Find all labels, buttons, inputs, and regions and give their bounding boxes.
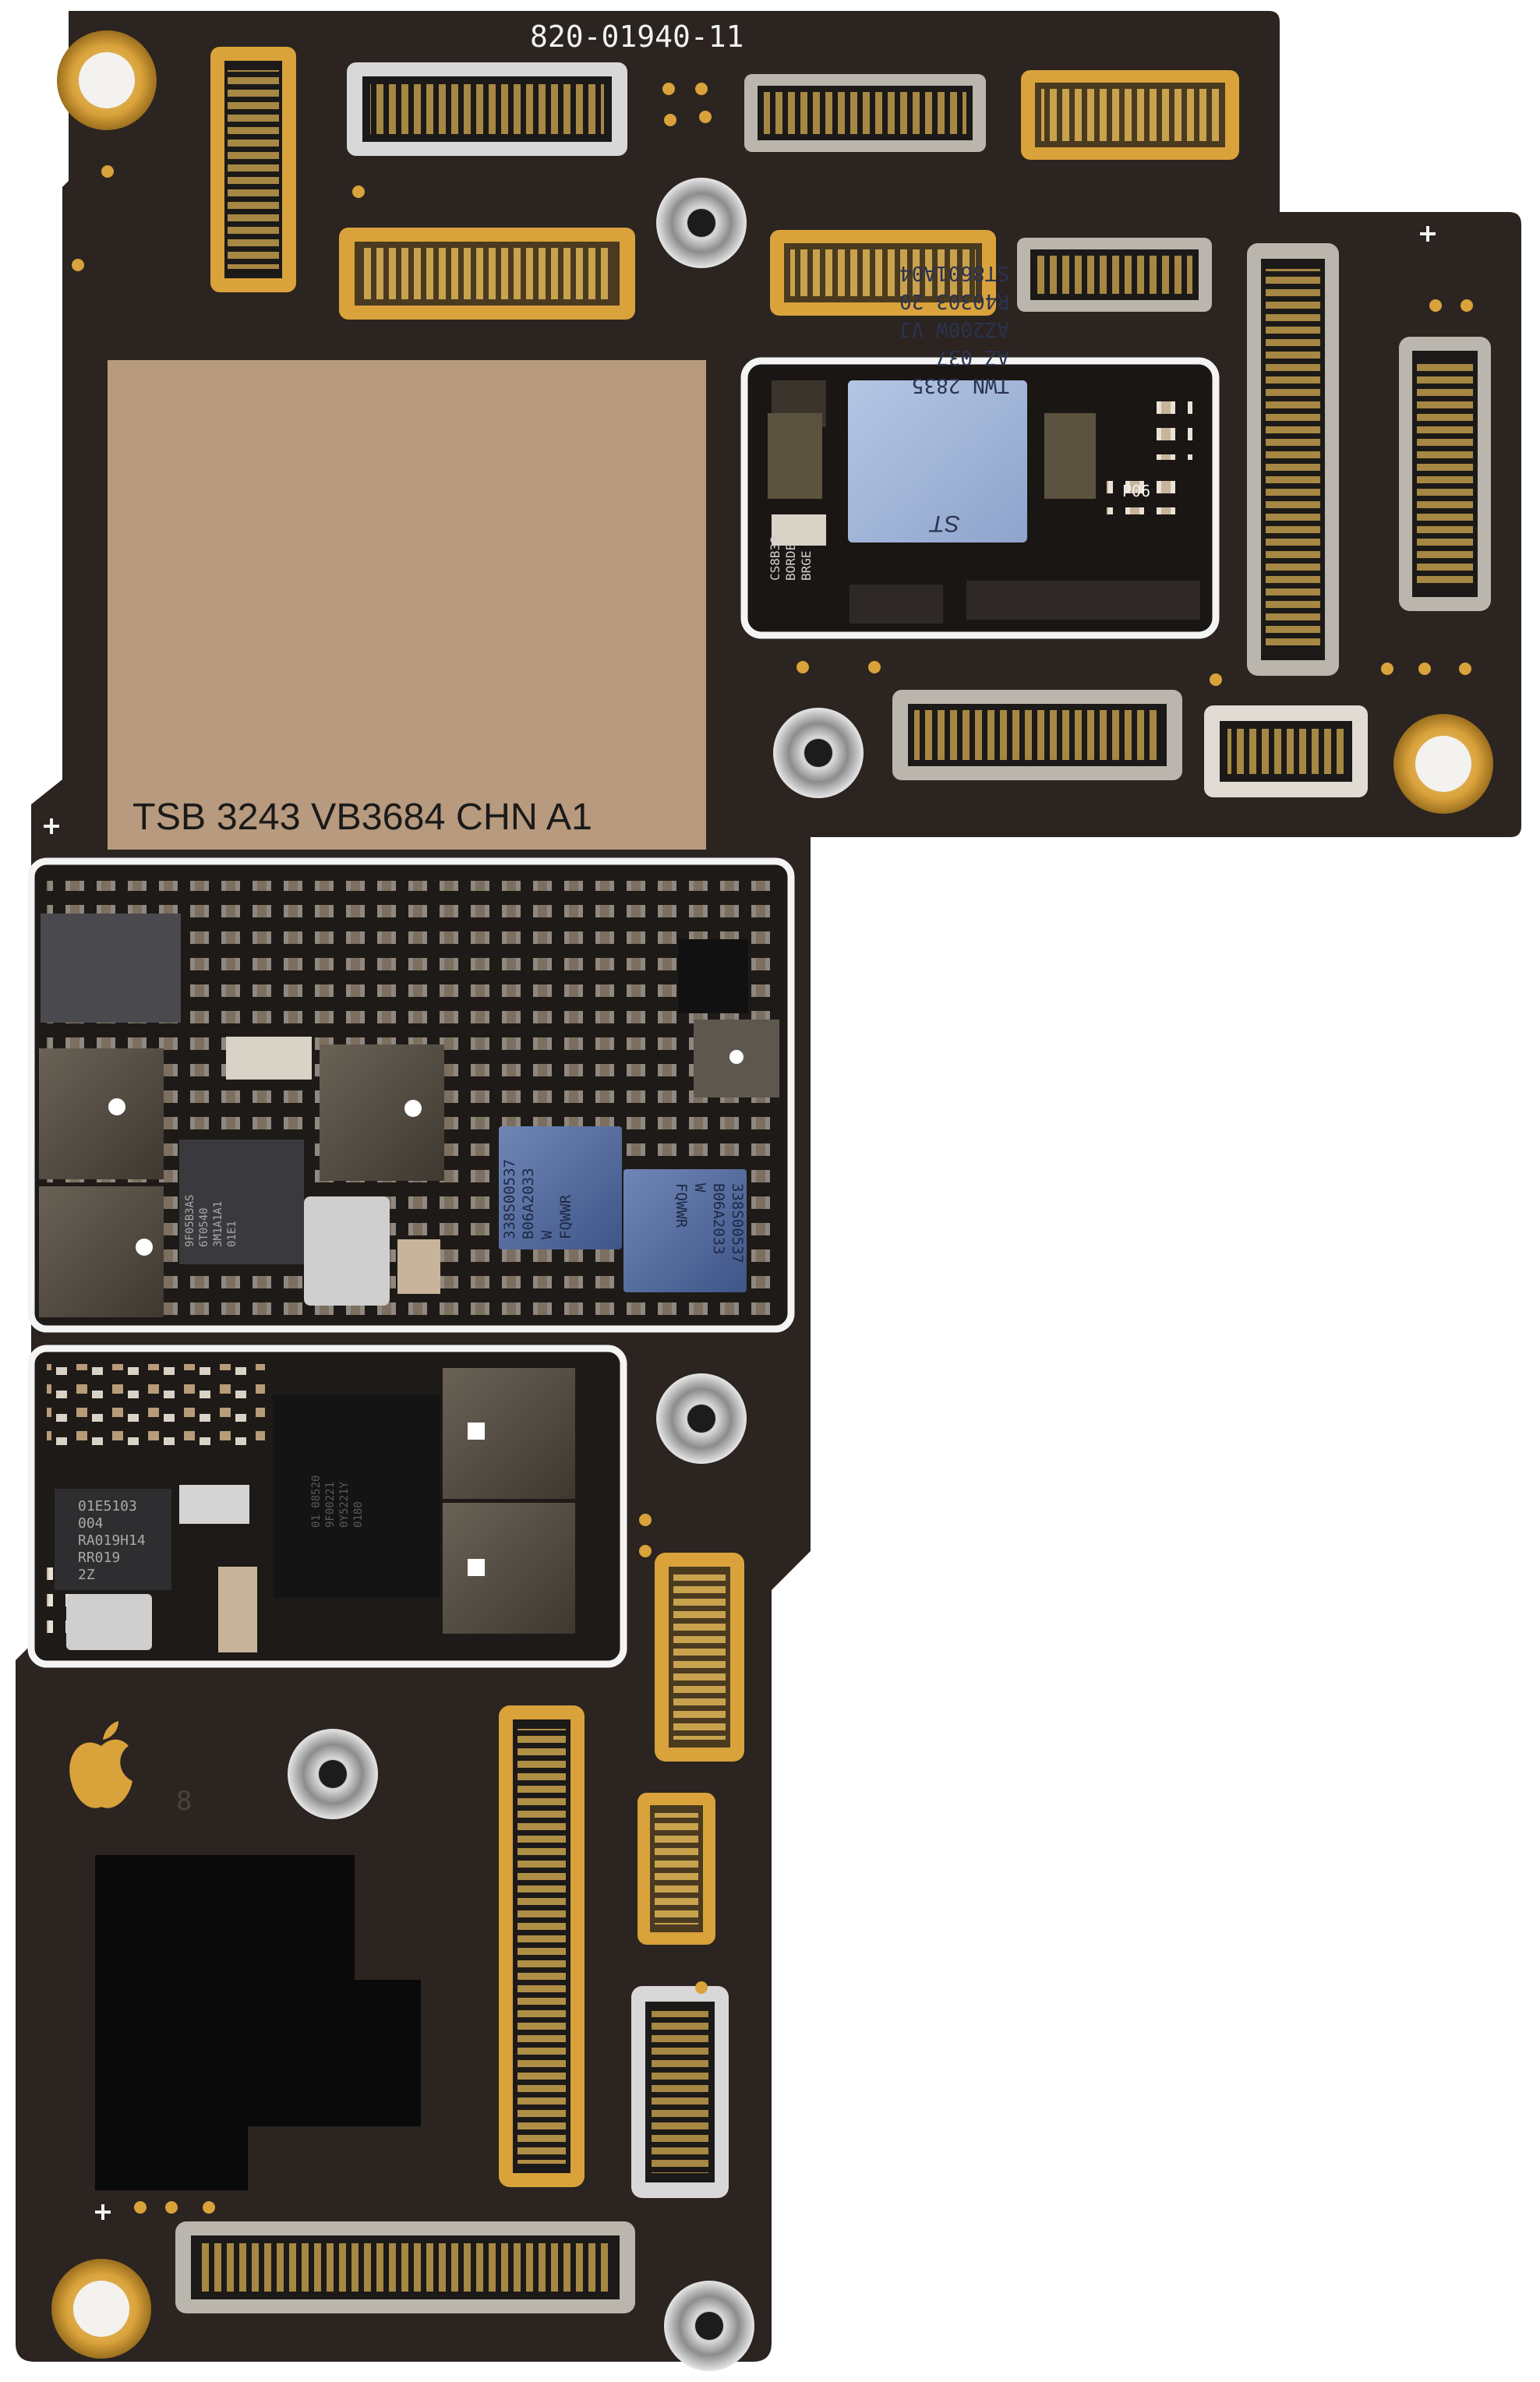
solder-pads [72, 83, 1473, 2214]
mid-black-chip-line: 0Y5221Y [338, 1481, 351, 1528]
st-chip-line: TWN 2835 [912, 373, 1009, 397]
mid-left-chip-line: RA019H14 [78, 1532, 146, 1549]
pmic-a-line: W [539, 1230, 556, 1239]
mid-left-chip-line: 01E5103 [78, 1498, 137, 1514]
standoff-screw [288, 1729, 378, 1819]
pmic-b-line: B06A2033 [710, 1183, 727, 1255]
left-chip-line: 9F05B3AS [184, 1195, 196, 1247]
mid-black-chip-line: 0180 [352, 1501, 365, 1528]
mid-black-chip-line: 01 08520 [310, 1475, 323, 1528]
st-chip [848, 380, 1027, 542]
connector-right-tall [1247, 243, 1339, 676]
middle-section: 9F05B3AS 6T0540 3M1A1A1 01E1 338S00537 B… [27, 857, 795, 1333]
nand-marking: TSB 3243 VB3684 CHN A1 [132, 797, 592, 838]
connector-mid-2 [1204, 705, 1368, 797]
connector-top-4 [1021, 70, 1239, 160]
connector-lower-long [499, 1705, 585, 2187]
mounting-hole-top-left [57, 30, 157, 130]
pmic-b-line: 338S00537 [729, 1183, 746, 1263]
pmic-a: 338S00537 B06A2033 W FQWWR [499, 1126, 622, 1249]
pmic-a-line: FQWWR [557, 1194, 574, 1239]
black-shield-film [95, 1855, 421, 2190]
mounting-hole-right [1393, 714, 1493, 814]
connector-top-6 [770, 230, 996, 316]
pmic-b-line: W [691, 1183, 708, 1193]
side-chip-label: CS8B33 [768, 535, 782, 581]
mid-black-chip-line: 9F00221 [324, 1482, 337, 1528]
pmic-a-line: 338S00537 [501, 1159, 518, 1239]
pmic-b-line: FQWWR [673, 1183, 690, 1228]
st-logo: ST [928, 511, 960, 536]
standoff-screw [664, 2281, 754, 2371]
standoff-screw [773, 708, 864, 798]
standoff-screw [656, 178, 747, 268]
connector-lower-2 [638, 1793, 715, 1945]
pmic-a-line: B06A2033 [520, 1168, 537, 1239]
pmic-b: 338S00537 B06A2033 W FQWWR [623, 1169, 747, 1292]
lower-section: 01 08520 9F00221 0Y5221Y 0180 01E5103 00… [27, 1345, 627, 1668]
nand-shield [108, 360, 706, 850]
st-module: TWN 2835 AZ 037 AZ200W VJ R40303 20 ST86… [740, 261, 1220, 639]
left-chip-line: 3M1A1A1 [212, 1201, 224, 1247]
mounting-hole-bottom-left [51, 2259, 151, 2359]
via-mark: 8 [176, 1786, 192, 1817]
st-chip-line: AZ200W VJ [899, 317, 1009, 341]
connector-lower-1 [655, 1553, 744, 1762]
apple-logo [69, 1721, 132, 1808]
side-chip-label: BORDE [783, 543, 798, 581]
connector-right-short [1399, 337, 1491, 611]
small-chip-label: P06 [1122, 482, 1150, 500]
connector-top-2 [347, 62, 627, 156]
connector-top-5 [339, 228, 635, 320]
connector-top-1 [210, 47, 296, 292]
st-chip-line: ST8601A04 [899, 261, 1009, 284]
connector-lower-3 [631, 1986, 729, 2198]
left-chip-line: 6T0540 [198, 1207, 210, 1247]
silkscreen-crosses [44, 226, 1436, 2220]
connector-bottom [175, 2221, 635, 2313]
st-chip-line: AZ 037 [936, 345, 1009, 369]
st-chip-line: R40303 20 [899, 289, 1009, 313]
standoff-screw [656, 1373, 747, 1464]
mid-left-chip-line: 2Z [78, 1567, 95, 1583]
mid-left-chip-line: RR019 [78, 1550, 120, 1566]
connector-top-3 [744, 74, 986, 152]
side-chip-label: BRGE [799, 550, 814, 581]
left-chip-line: 01E1 [226, 1221, 238, 1247]
connector-top-7 [1017, 238, 1212, 312]
part-number-label: 820-01940-11 [530, 19, 744, 54]
mid-left-chip-line: 004 [78, 1515, 104, 1532]
connector-mid-1 [892, 690, 1182, 780]
